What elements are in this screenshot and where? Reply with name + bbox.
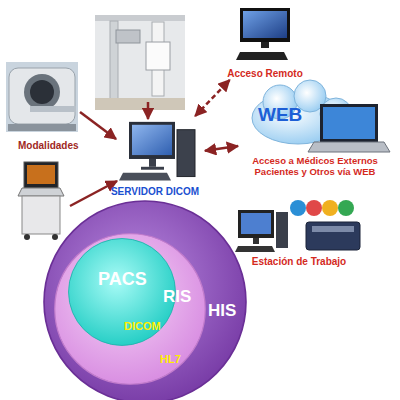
- group-label: Modalidades: [18, 140, 98, 152]
- node-label: RIS: [163, 287, 203, 307]
- node-label: SERVIDOR DICOM: [105, 186, 205, 198]
- workstation-node: Estación de Trabajo: [232, 198, 366, 272]
- xray-room: [95, 15, 185, 110]
- node-label: Estación de Trabajo: [232, 256, 366, 268]
- connector-arrow: [205, 146, 238, 151]
- node-label: WEB: [258, 104, 320, 126]
- remote-access-node: Acceso Remoto: [222, 6, 308, 80]
- node-label: HL7: [160, 353, 194, 366]
- web-access-node: WEB Acceso a Médicos Externos Pacientes y…: [238, 80, 392, 190]
- pacs-circle: PACS DICOM: [68, 238, 176, 346]
- node-label: HIS: [208, 301, 248, 321]
- node-label: Acceso a Médicos Externos Pacientes y Ot…: [240, 156, 390, 178]
- his-circle: HISRIS HL7 PACS DICOM: [43, 200, 247, 400]
- ultrasound-machine: [18, 162, 64, 240]
- node-label: DICOM: [124, 320, 172, 333]
- node-label: PACS: [98, 269, 158, 290]
- node-label: Acceso Remoto: [222, 68, 308, 80]
- ris-circle: RIS HL7 PACS DICOM: [54, 233, 206, 385]
- connector-arrow: [195, 80, 229, 116]
- mri-scanner: [6, 62, 78, 132]
- server-node: SERVIDOR DICOM: [105, 116, 205, 200]
